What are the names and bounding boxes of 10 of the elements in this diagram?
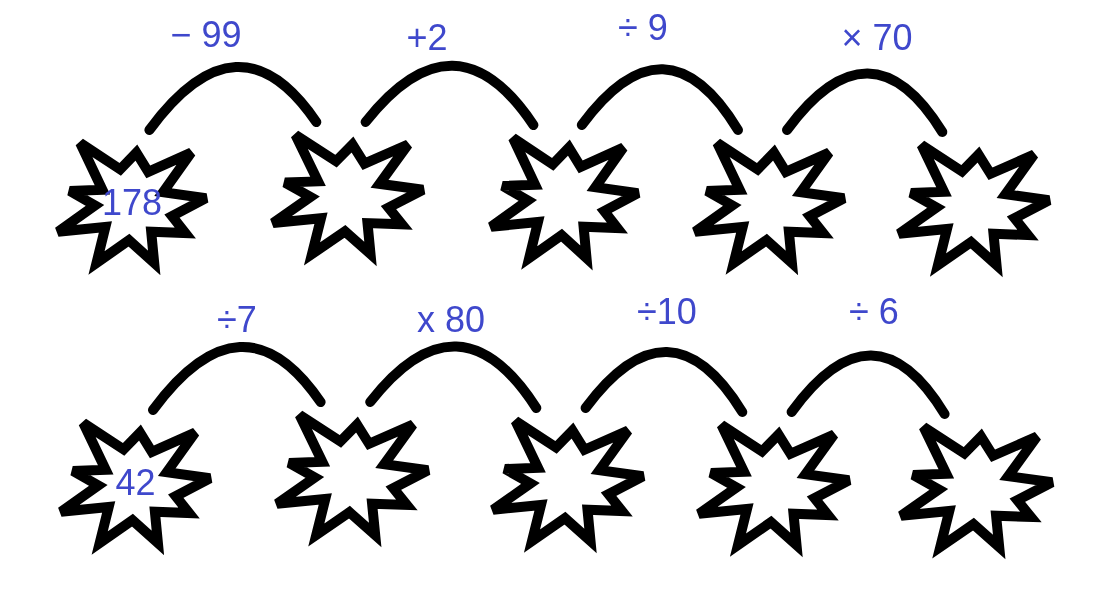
- arc-connector: [148, 342, 326, 415]
- arc-connector: [360, 60, 539, 130]
- arc-connector: [580, 347, 748, 417]
- arc-connector: [782, 68, 948, 137]
- arc-connector: [144, 62, 322, 135]
- arc-connector: [576, 64, 743, 135]
- number-label: 42: [115, 465, 156, 501]
- arc-connector: [786, 350, 950, 419]
- number-label: 178: [101, 185, 163, 221]
- arc-connector: [365, 341, 542, 413]
